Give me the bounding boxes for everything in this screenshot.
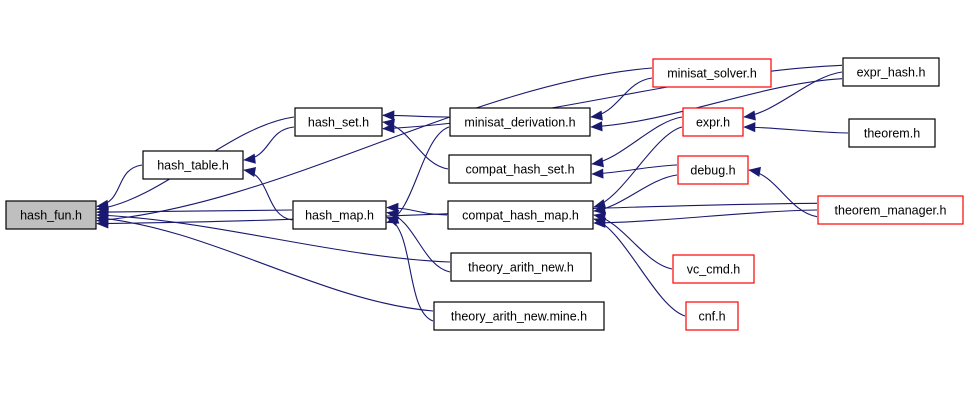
arrow-icon <box>743 110 756 121</box>
node-expr_hash[interactable]: expr_hash.h <box>842 57 940 87</box>
node-box-expr_hash[interactable] <box>842 57 940 87</box>
node-debug[interactable]: debug.h <box>677 155 749 185</box>
node-hash_fun[interactable]: hash_fun.h <box>5 200 97 230</box>
node-box-compat_hash_set[interactable] <box>448 154 592 184</box>
node-theorem[interactable]: theorem.h <box>848 118 936 148</box>
edge-expr-to-compat_hash_map <box>593 126 683 208</box>
node-compat_hash_set[interactable]: compat_hash_set.h <box>448 154 592 184</box>
arrow-icon <box>96 218 109 229</box>
edge-debug-to-compat_hash_map <box>593 174 678 212</box>
node-hash_set[interactable]: hash_set.h <box>294 107 383 137</box>
arrow-icon <box>591 157 604 168</box>
arrow-icon <box>593 217 606 228</box>
edge-hash_map-to-hash_table <box>243 169 293 221</box>
edge-theorem_manager-to-compat_hash_map <box>593 209 818 224</box>
edge-layer <box>96 64 849 322</box>
node-box-expr[interactable] <box>682 107 744 137</box>
edge-cnf-to-compat_hash_map <box>593 218 686 317</box>
edge-expr_hash-to-minisat_derivation <box>590 78 843 128</box>
edge-debug-to-compat_hash_set <box>591 164 678 175</box>
node-hash_table[interactable]: hash_table.h <box>142 150 244 180</box>
edge-expr_hash-to-hash_set <box>382 64 843 130</box>
node-box-minisat_derivation[interactable] <box>449 107 591 137</box>
node-box-theory_arith_new[interactable] <box>450 252 592 282</box>
node-theory_arith_new[interactable]: theory_arith_new.h <box>450 252 592 282</box>
node-box-debug[interactable] <box>677 155 749 185</box>
arrow-icon <box>743 122 756 133</box>
arrow-icon <box>590 110 603 121</box>
node-box-hash_map[interactable] <box>292 200 387 230</box>
edge-theorem_manager-to-debug <box>748 169 818 218</box>
node-hash_map[interactable]: hash_map.h <box>292 200 387 230</box>
arrow-icon <box>386 214 400 224</box>
arrow-icon <box>748 166 761 177</box>
node-compat_hash_map[interactable]: compat_hash_map.h <box>447 200 594 230</box>
edge-expr-to-compat_hash_set <box>591 116 683 165</box>
node-box-theorem_manager[interactable] <box>817 195 964 225</box>
arrow-icon <box>386 202 399 213</box>
arrow-icon <box>593 204 606 215</box>
edge-theory_arith_new-to-hash_fun <box>96 214 451 263</box>
node-cnf[interactable]: cnf.h <box>685 301 739 331</box>
node-expr[interactable]: expr.h <box>682 107 744 137</box>
node-theory_arith_new_mine[interactable]: theory_arith_new.mine.h <box>433 301 605 331</box>
node-box-hash_set[interactable] <box>294 107 383 137</box>
arrow-icon <box>243 153 256 164</box>
edge-hash_map-to-hash_fun <box>96 209 293 213</box>
node-vc_cmd[interactable]: vc_cmd.h <box>672 254 755 284</box>
edge-minisat_solver-to-minisat_derivation <box>590 77 653 118</box>
edge-theorem-to-expr <box>743 126 849 134</box>
node-layer: hash_fun.h hash_table.h hash_set.h hash_map… <box>5 57 964 331</box>
arrow-icon <box>591 168 604 179</box>
arrow-icon <box>382 110 395 121</box>
node-theorem_manager[interactable]: theorem_manager.h <box>817 195 964 225</box>
node-box-hash_table[interactable] <box>142 150 244 180</box>
edge-minisat_solver-to-hash_fun <box>96 67 653 222</box>
node-box-cnf[interactable] <box>685 301 739 331</box>
node-box-compat_hash_map[interactable] <box>447 200 594 230</box>
node-box-hash_fun[interactable] <box>5 200 97 230</box>
edge-hash_set-to-hash_table <box>243 126 295 161</box>
arrow-icon <box>243 167 257 177</box>
node-minisat_solver[interactable]: minisat_solver.h <box>652 58 772 88</box>
node-box-vc_cmd[interactable] <box>672 254 755 284</box>
edge-theory_arith_new_mine-to-hash_fun <box>96 217 434 312</box>
node-box-theorem[interactable] <box>848 118 936 148</box>
edge-hash_table-to-hash_fun <box>96 164 143 207</box>
node-minisat_derivation[interactable]: minisat_derivation.h <box>449 107 591 137</box>
arrow-icon <box>382 123 395 134</box>
arrow-icon <box>590 121 603 132</box>
node-box-minisat_solver[interactable] <box>652 58 772 88</box>
node-box-theory_arith_new_mine[interactable] <box>433 301 605 331</box>
